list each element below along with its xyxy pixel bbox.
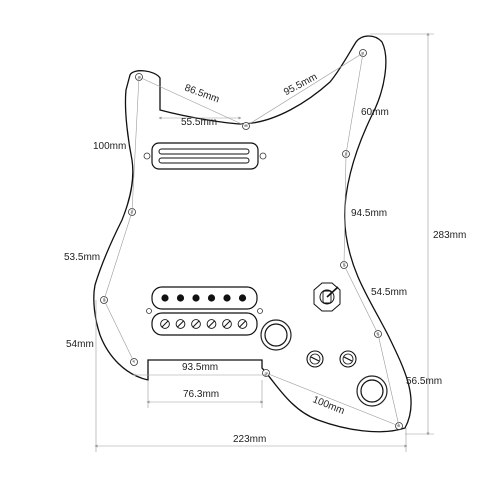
pole-screw-slot	[208, 320, 215, 328]
dim-label-86-5: 86.5mm	[183, 83, 221, 106]
pole-screw-slot	[223, 320, 231, 328]
pole-screw-slot	[239, 320, 246, 328]
toggle-switch	[313, 282, 341, 312]
pole-screw-slot	[177, 320, 184, 328]
dim-label-60: 60mm	[361, 107, 389, 118]
pole-screw-slot	[161, 320, 169, 328]
dim-label-53-5: 53.5mm	[64, 252, 100, 263]
screw-icon	[143, 152, 151, 160]
screw-icon	[259, 152, 267, 160]
pole-piece-icon	[161, 294, 169, 302]
dim-label-93-5: 93.5mm	[182, 362, 218, 373]
pole-piece-icon	[192, 294, 200, 302]
pole-piece-icon	[207, 294, 216, 302]
pole-piece-icon	[223, 294, 231, 302]
dim-label-95-5: 95.5mm	[282, 71, 319, 98]
dim-label-55-5: 55.5mm	[181, 117, 217, 128]
pole-piece-icon	[176, 294, 185, 302]
tone-knob	[339, 350, 357, 368]
dim-label-283: 283mm	[433, 230, 466, 241]
tone-knob	[306, 350, 324, 368]
volume-pot-hole	[260, 319, 292, 351]
screw-icon	[146, 308, 152, 314]
dimension-lines	[94, 32, 434, 452]
pickguard-outline	[93, 35, 412, 433]
dim-label-56-5: 56.5mm	[406, 376, 442, 387]
neck-pickup	[143, 142, 267, 170]
dim-label-94-5: 94.5mm	[351, 208, 387, 219]
output-jack-hole	[356, 375, 388, 407]
pole-screw-slot	[192, 320, 200, 328]
bridge-pickup	[146, 286, 263, 336]
pole-piece-icon	[238, 294, 247, 302]
dim-label-54: 54mm	[66, 339, 94, 350]
screw-icon	[257, 308, 263, 314]
dim-label-76-3: 76.3mm	[183, 389, 219, 400]
dim-label-223: 223mm	[233, 434, 266, 445]
dim-label-54-5: 54.5mm	[371, 287, 407, 298]
dim-label-100-left: 100mm	[93, 141, 126, 152]
